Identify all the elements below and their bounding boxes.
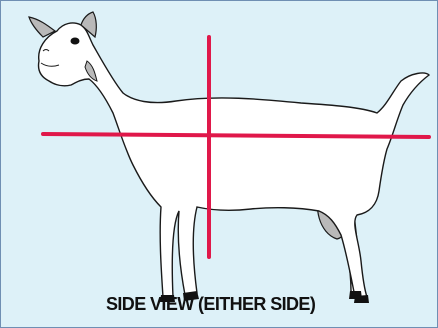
goat-body [38, 23, 429, 297]
view-caption: SIDE VIEW (EITHER SIDE) [106, 294, 315, 315]
goat-hoof-hind-right [354, 295, 369, 303]
goat-eye [71, 38, 80, 45]
